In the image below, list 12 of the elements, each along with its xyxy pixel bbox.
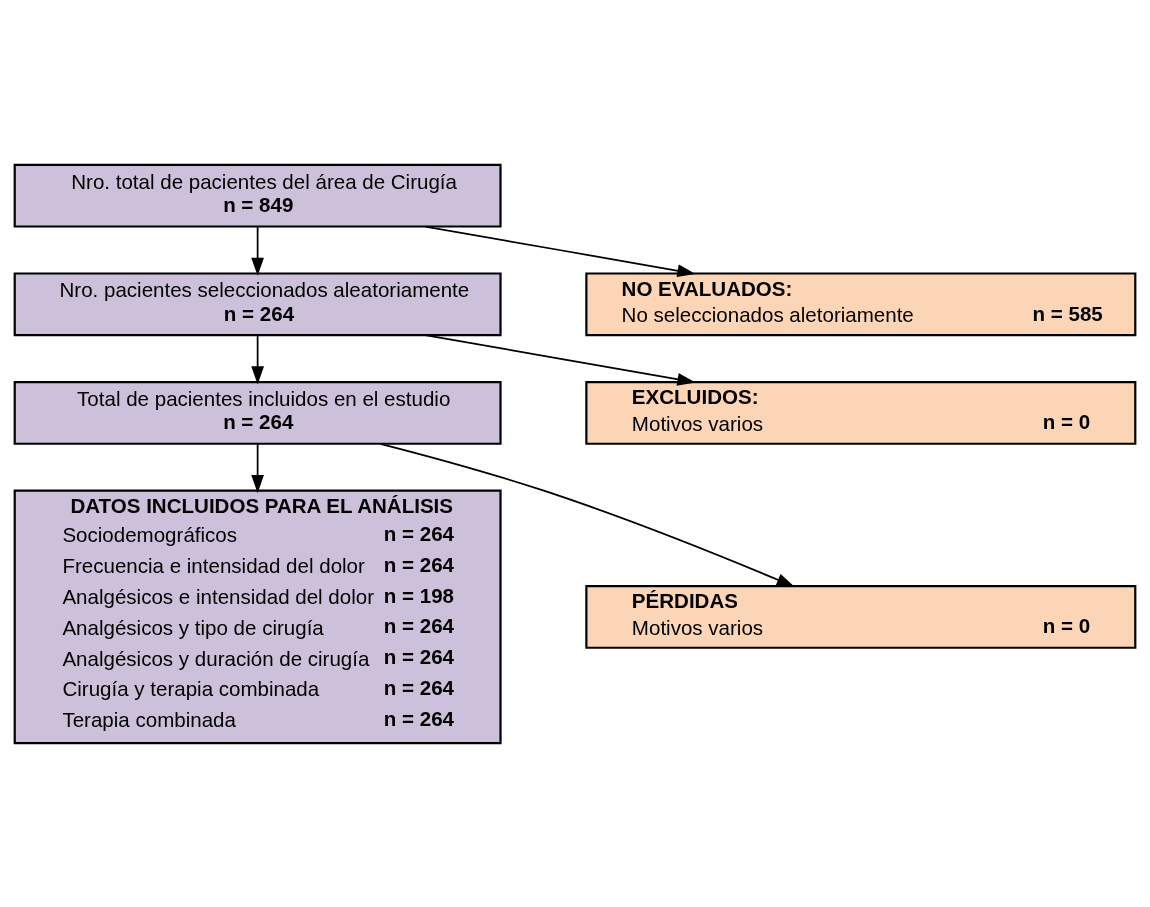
arrow [379, 442, 795, 587]
node-box: DATOS INCLUIDOS PARA EL ANÁLISIS Sociodemográficos n = 264 Frecuencia e intensidad del dolor n = 264 Analgésicos e intensidad del dolor n = 198 Analgésicos y tipo de cirugía n = 264 Analgésicos y duración de cirugía n = 264 Cirugía y terapia combinada n = 264 Terapia combinada n = 264 [13, 489, 502, 744]
node-box: PÉRDIDAS Motivos varios n = 0 [585, 584, 1137, 649]
node-box: Nro. pacientes seleccionados aleatoriamente n = 264 [13, 271, 502, 336]
arrow [251, 225, 264, 276]
arrow [251, 333, 264, 384]
node-box: Total de pacientes incluidos en el estudio n = 264 [13, 380, 502, 445]
arrow [424, 333, 696, 386]
arrow [251, 442, 264, 493]
node-box: EXCLUIDOS: Motivos varios n = 0 [585, 380, 1137, 445]
node-box: NO EVALUADOS: No seleccionados aletoriamente n = 585 [585, 271, 1137, 336]
node-box: Nro. total de pacientes del área de Cirugía n = 849 [13, 163, 502, 228]
